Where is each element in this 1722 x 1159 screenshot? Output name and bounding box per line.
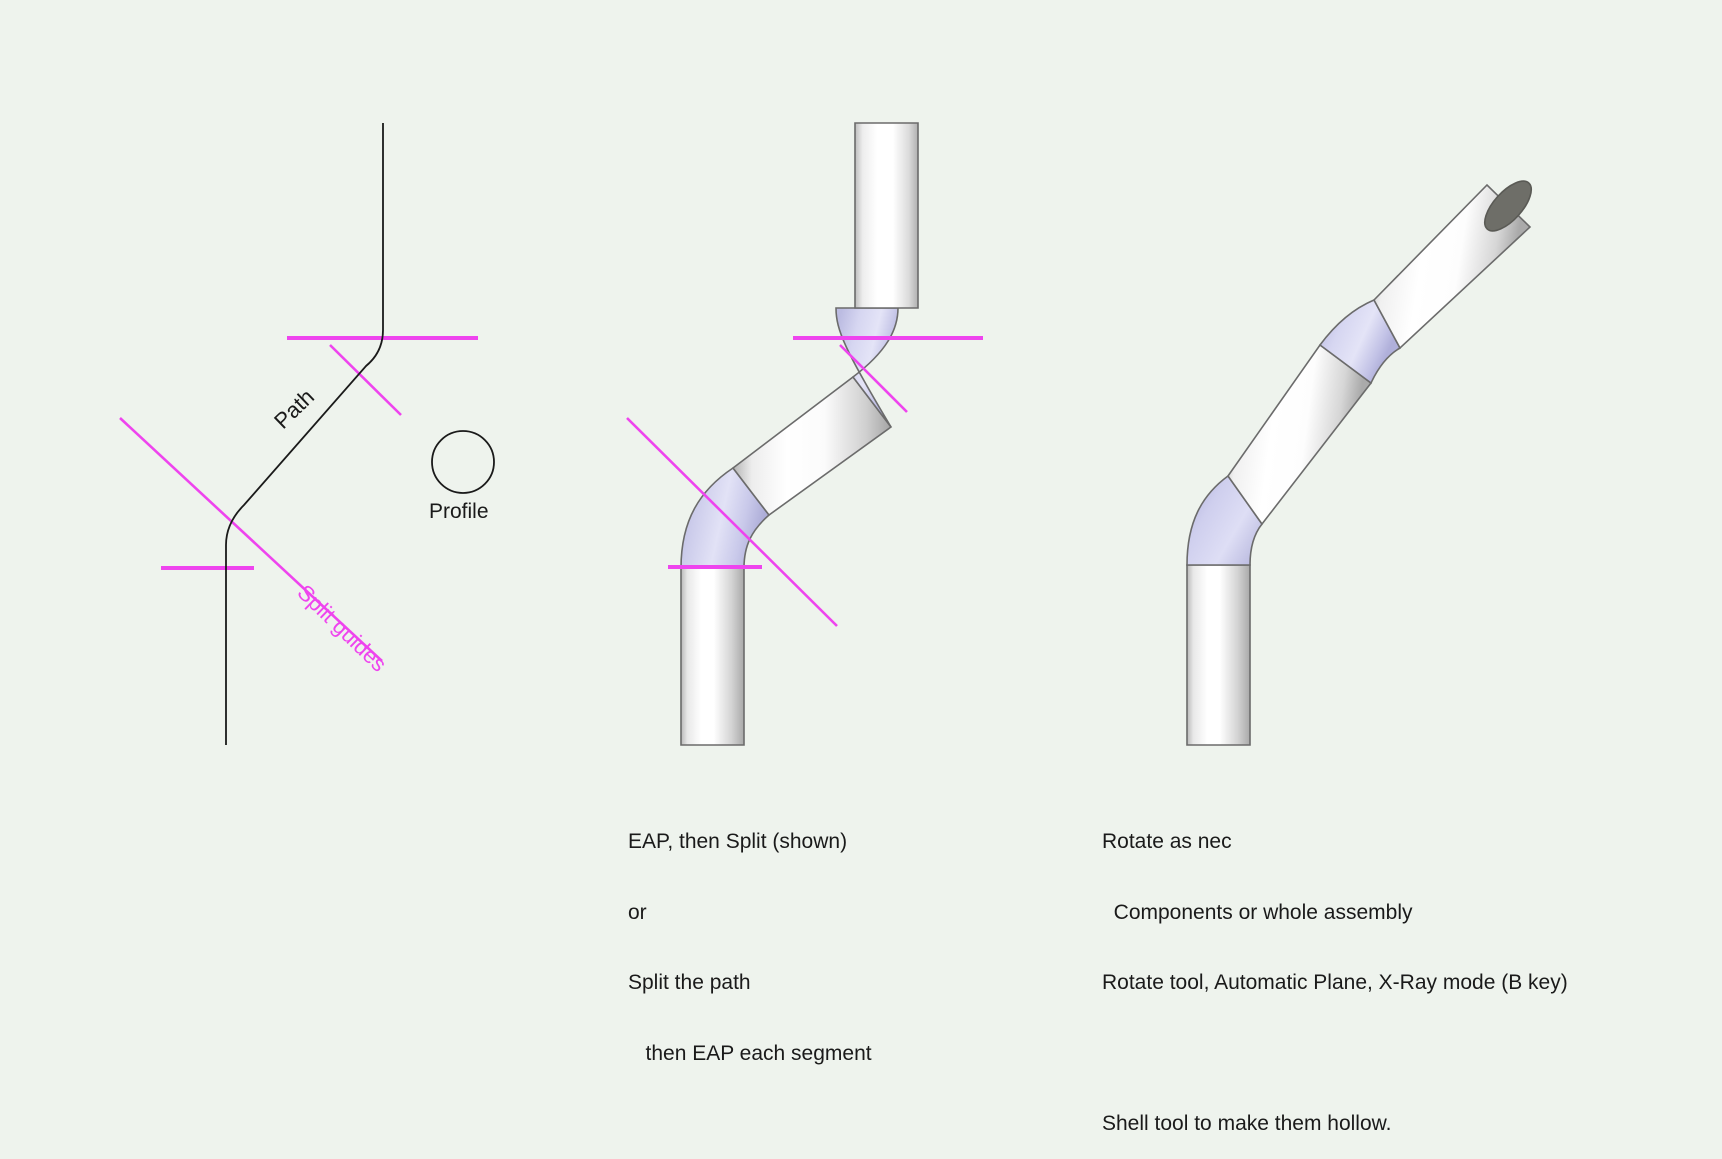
profile-label: Profile <box>429 500 489 523</box>
split-guide-diagonal-top <box>329 344 402 416</box>
middle-guide-diagonal-top <box>839 344 908 413</box>
caption-middle: EAP, then Split (shown) or Split the pat… <box>628 783 872 1089</box>
right-open-end-cap <box>1483 180 1533 232</box>
middle-diagonal-straight <box>731 375 893 517</box>
path-curve <box>225 123 384 745</box>
left-figure: Path Profile Split guides <box>119 123 495 745</box>
profile-circle <box>431 430 495 494</box>
caption-middle-line-1: EAP, then Split (shown) <box>628 830 848 853</box>
caption-middle-line-3: Split the path <box>628 971 751 994</box>
right-middle-straight <box>1227 343 1373 526</box>
caption-right-line-blank <box>1102 1042 1568 1066</box>
path-label: Path <box>269 384 319 433</box>
caption-right-line-1: Rotate as nec <box>1102 830 1232 853</box>
middle-upper-straight <box>854 122 919 309</box>
split-guide-diagonal-bottom <box>119 417 383 662</box>
caption-middle-line-4: then EAP each segment <box>628 1041 872 1065</box>
middle-guide-diagonal-bottom <box>626 417 838 627</box>
right-figure <box>1186 180 1533 746</box>
diagram-canvas: Path Profile Split guides <box>119 122 1533 746</box>
caption-right-line-5: Shell tool to make them hollow. <box>1102 1112 1392 1135</box>
caption-middle-line-2: or <box>628 900 647 924</box>
caption-right: Rotate as nec Components or whole assemb… <box>1102 783 1568 1159</box>
right-lower-straight <box>1186 564 1251 746</box>
split-guides-label: Split guides <box>293 580 392 677</box>
middle-figure <box>626 122 983 746</box>
caption-right-line-2: Components or whole assembly <box>1102 900 1413 924</box>
caption-right-line-3: Rotate tool, Automatic Plane, X-Ray mode… <box>1102 971 1568 994</box>
middle-lower-straight <box>680 567 745 746</box>
